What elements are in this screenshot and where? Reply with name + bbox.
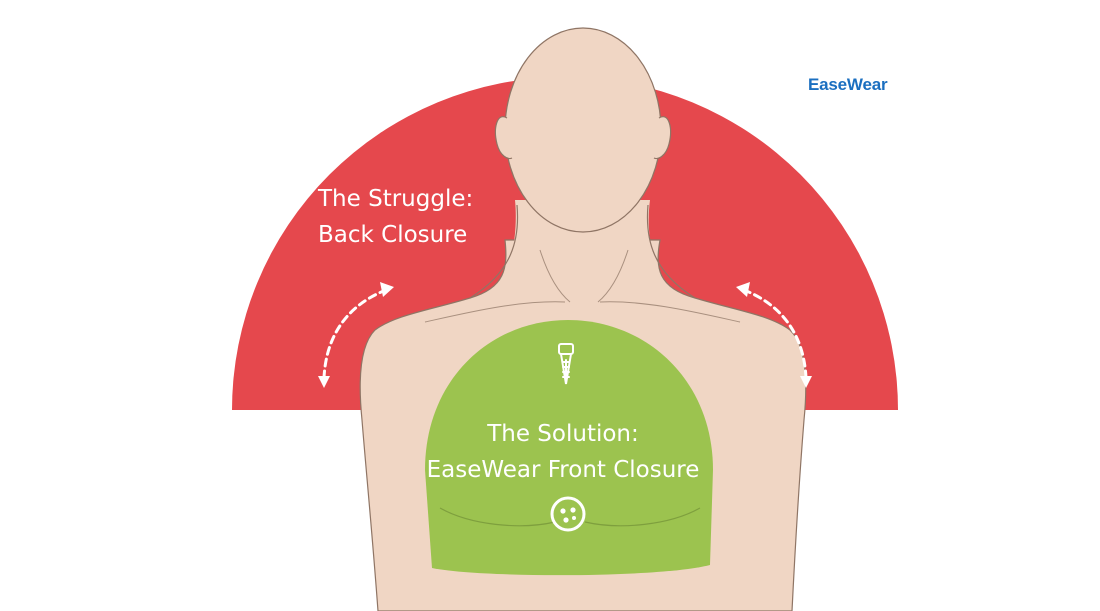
struggle-label: The Struggle: Back Closure xyxy=(318,181,473,253)
solution-label: The Solution: EaseWear Front Closure xyxy=(408,416,718,488)
solution-subtitle: EaseWear Front Closure xyxy=(426,457,700,483)
left-ear xyxy=(494,116,513,160)
logo-text: EaseWear xyxy=(808,75,888,94)
collarbone-right xyxy=(599,301,741,323)
neck-tendon-left xyxy=(539,249,571,303)
bust-line-right xyxy=(584,507,701,527)
neck-outline-left xyxy=(469,204,519,299)
button-icon xyxy=(550,496,586,532)
solution-area xyxy=(425,320,713,576)
right-ear xyxy=(653,116,672,160)
neck-outline-right xyxy=(646,204,696,299)
zipper-icon xyxy=(558,343,574,385)
arrow-heads xyxy=(318,282,812,388)
brand-logo: EaseWear xyxy=(808,75,888,95)
curved-arrow-icon xyxy=(322,288,808,380)
solution-title: The Solution: xyxy=(487,421,639,447)
struggle-subtitle: Back Closure xyxy=(318,222,468,248)
collarbone-left xyxy=(424,301,566,323)
head xyxy=(504,27,662,233)
struggle-title: The Struggle: xyxy=(318,186,474,212)
bust-line-left xyxy=(439,507,556,527)
neck-tendon-right xyxy=(597,249,629,303)
